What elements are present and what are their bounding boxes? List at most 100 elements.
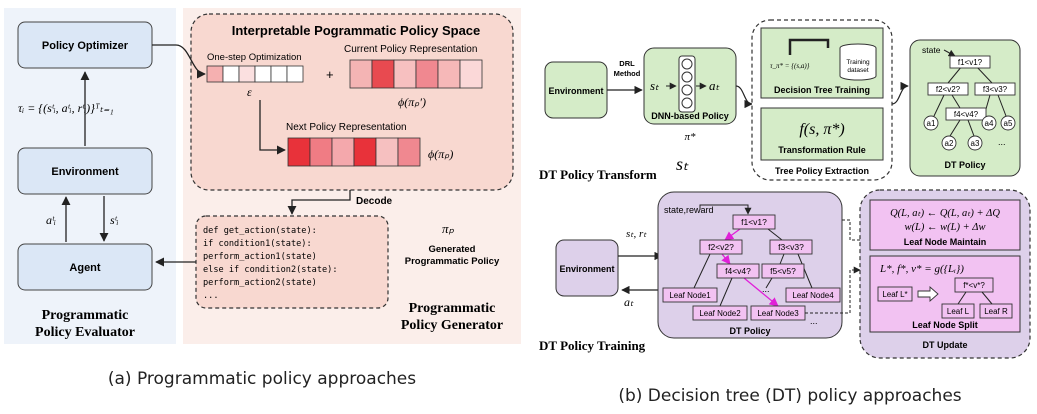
leaf-r-label: Leaf R xyxy=(984,307,1008,316)
plus-sign: + xyxy=(326,67,334,82)
training-dataset-1: Training xyxy=(846,59,870,66)
tree-node-label: f1<v1? xyxy=(958,58,983,67)
training-node xyxy=(732,214,776,230)
panel-b-transform: Environment DRL Method sₜ aₜ DNN-based P… xyxy=(539,19,1021,182)
tree-leaf-label: a1 xyxy=(927,119,936,128)
tree-leaf xyxy=(1000,115,1016,131)
training-dataset-2: dataset xyxy=(847,67,869,74)
epsilon-strip xyxy=(206,65,304,83)
transformation-rule-label: Transformation Rule xyxy=(778,145,866,155)
environment-box-training xyxy=(555,239,619,297)
state-reward-arrow xyxy=(699,204,752,215)
leaf-l-label: Leaf L xyxy=(947,307,970,316)
dnn-policy-label: DNN-based Policy xyxy=(651,111,729,121)
next-policy-strip xyxy=(287,137,421,167)
dnn-s-t: sₜ xyxy=(650,78,660,93)
a-t-training: aₜ xyxy=(624,295,634,309)
neuron xyxy=(681,71,693,83)
maintain-eq-2: w(L) ← w(L) + Δw xyxy=(905,222,986,233)
environment-label-training: Environment xyxy=(559,264,614,274)
leaf-l-box xyxy=(941,303,975,319)
leaf-maintain-box xyxy=(869,199,1021,251)
code-line-3: perform_action1(state) xyxy=(203,252,317,262)
leaf-node-label: Leaf Node1 xyxy=(669,291,711,300)
edge-highlight xyxy=(743,277,779,307)
split-node-label: f*<v*? xyxy=(963,281,985,290)
dt-policy-label-training: DT Policy xyxy=(729,326,770,336)
tree-leaf-label: a5 xyxy=(1004,119,1013,128)
training-node xyxy=(699,239,743,255)
split-eq: L*, f*, v* = g({Lᵢ}) xyxy=(879,263,964,275)
drl-label-1: DRL xyxy=(619,59,635,68)
transformation-rule-box xyxy=(760,107,884,161)
leaf-node xyxy=(692,305,748,321)
training-node-label: f3<v3? xyxy=(778,242,804,252)
code-line-2: if condition1(state): xyxy=(203,239,312,249)
dnn-a-t: aₜ xyxy=(709,78,721,93)
action-label-a: aᵗᵢ xyxy=(46,213,56,227)
split-edge xyxy=(957,291,967,305)
leaf-node xyxy=(662,287,718,303)
decode-label: Decode xyxy=(356,196,393,207)
environment-label-a: Environment xyxy=(51,166,119,178)
leaf-node-label: Leaf Node2 xyxy=(699,309,741,318)
neuron xyxy=(681,58,693,70)
code-line-1: def get_action(state): xyxy=(203,226,317,236)
dt-policy-label-transform: DT Policy xyxy=(944,160,985,170)
policy-space-box xyxy=(190,13,514,191)
tree-leaf-label: a4 xyxy=(985,119,994,128)
arrow-decode xyxy=(287,190,351,215)
split-arrow-icon xyxy=(917,286,939,302)
code-line-6: ... xyxy=(203,291,219,301)
agent-box xyxy=(17,243,153,291)
neuron xyxy=(681,84,693,96)
generator-title-2: Policy Generator xyxy=(401,318,503,333)
generator-title-1: Programmatic xyxy=(409,301,496,316)
training-node-label: f4<v4? xyxy=(725,266,751,276)
neuron xyxy=(681,97,693,109)
tree-extraction-label: Tree Policy Extraction xyxy=(775,166,869,176)
generated-label-2: Programmatic Policy xyxy=(405,256,500,267)
policy-optimizer-label: Policy Optimizer xyxy=(42,40,129,52)
tree-state-arrow xyxy=(943,49,956,57)
tree-leaf xyxy=(981,115,997,131)
policy-space-title: Interpretable Pogrammatic Policy Space xyxy=(232,23,481,38)
edge xyxy=(765,277,773,289)
drl-label-2: Method xyxy=(614,69,641,78)
environment-box-a xyxy=(17,147,153,195)
panel-a: Policy Optimizer Environment Agent τᵢ = … xyxy=(4,8,521,389)
dnn-layer xyxy=(678,55,696,113)
tree-node-label: f3<v3? xyxy=(983,85,1008,94)
arrow-to-next-rep xyxy=(259,100,286,155)
edge xyxy=(797,253,813,289)
f-expr: f(s, π*) xyxy=(799,121,844,138)
arrow-optimizer-to-space xyxy=(152,44,206,79)
edge xyxy=(693,253,711,289)
code-line-4: else if condition2(state): xyxy=(203,265,338,275)
leaf-node-label: Leaf Node3 xyxy=(757,309,799,318)
maintain-eq-1: Q(L, aₜ) ← Q(L, aₜ) + ΔQ xyxy=(890,208,1000,219)
generated-label-1: Generated xyxy=(429,244,476,255)
training-node-label: f2<v2? xyxy=(708,242,734,252)
leaf-node-label: Leaf Node4 xyxy=(792,291,834,300)
dataset-loop-arrow xyxy=(788,38,830,55)
panel-b-training: Environment sₜ, rₜ aₜ state,reward f1<v1… xyxy=(539,189,1031,406)
tree-node xyxy=(974,82,1016,96)
arrow-extraction-to-tree xyxy=(891,81,909,105)
training-node-label: f1<v1? xyxy=(741,217,767,227)
training-dots-1: ... xyxy=(762,284,770,294)
edge-highlight xyxy=(721,253,731,265)
edge xyxy=(767,228,783,241)
link-update-to-tree xyxy=(842,219,860,241)
edge-highlight xyxy=(724,228,741,241)
tau-set-label: τ_π* = {(s,a)} xyxy=(770,62,810,70)
tree-node xyxy=(927,82,969,96)
tree-leaf xyxy=(923,115,939,131)
caption-b: (b) Decision tree (DT) policy approaches xyxy=(618,386,961,406)
tree-node xyxy=(949,55,991,69)
tree-node-label: f4<v4? xyxy=(954,110,979,119)
tree-dots: ... xyxy=(998,137,1006,147)
trajectory-label: τᵢ = {(sᵗᵢ, aᵗᵢ, rᵗᵢ)}ᵀₜ₌₁ xyxy=(18,101,114,115)
split-node-box xyxy=(954,277,994,293)
leaf-star-box xyxy=(877,286,913,302)
